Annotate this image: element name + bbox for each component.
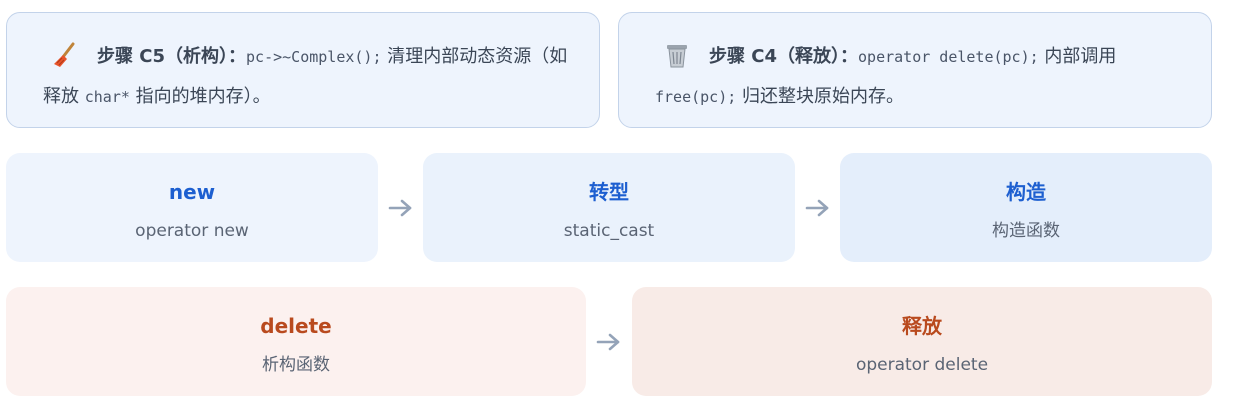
flow-node-construct: 构造 构造函数 [840, 153, 1212, 262]
node-subtitle: 析构函数 [262, 355, 330, 375]
node-title: 释放 [902, 314, 942, 338]
wastebasket-icon [667, 45, 687, 68]
note-text: 归还整块原始内存。 [736, 86, 905, 107]
broom-icon [54, 42, 75, 67]
node-subtitle: 构造函数 [992, 221, 1060, 241]
note-label: 步骤 C5（析构）： [97, 46, 247, 67]
node-subtitle: operator new [135, 221, 249, 241]
code-snippet: char* [84, 88, 130, 106]
flow-node-delete: delete 析构函数 [6, 287, 586, 396]
node-title: delete [260, 314, 332, 338]
flow-node-release: 释放 operator delete [632, 287, 1212, 396]
note-label: 步骤 C4（释放）： [709, 46, 859, 67]
code-snippet: free(pc); [655, 88, 737, 106]
code-snippet: operator delete(pc); [858, 48, 1039, 66]
code-snippet: pc->~Complex(); [246, 48, 382, 66]
flow-node-cast: 转型 static_cast [423, 153, 795, 262]
node-title: 构造 [1006, 180, 1046, 204]
node-title: 转型 [589, 180, 629, 204]
arrow-right-icon [596, 333, 620, 351]
flow-node-new: new operator new [6, 153, 378, 262]
node-subtitle: static_cast [563, 221, 655, 241]
note-release-step: 步骤 C4（释放）：operator delete(pc); 内部调用 free… [618, 12, 1212, 128]
note-destructor-step: 步骤 C5（析构）：pc->~Complex(); 清理内部动态资源（如释放 c… [6, 12, 600, 128]
arrow-right-icon [388, 199, 412, 217]
arrow-right-icon [805, 199, 829, 217]
note-text: 清理内部动态资源（如释放 [43, 46, 568, 107]
note-text: 内部调用 [1038, 46, 1117, 67]
note-text: 指向的堆内存）。 [129, 86, 271, 107]
node-title: new [168, 180, 216, 204]
node-subtitle: operator delete [855, 355, 989, 375]
